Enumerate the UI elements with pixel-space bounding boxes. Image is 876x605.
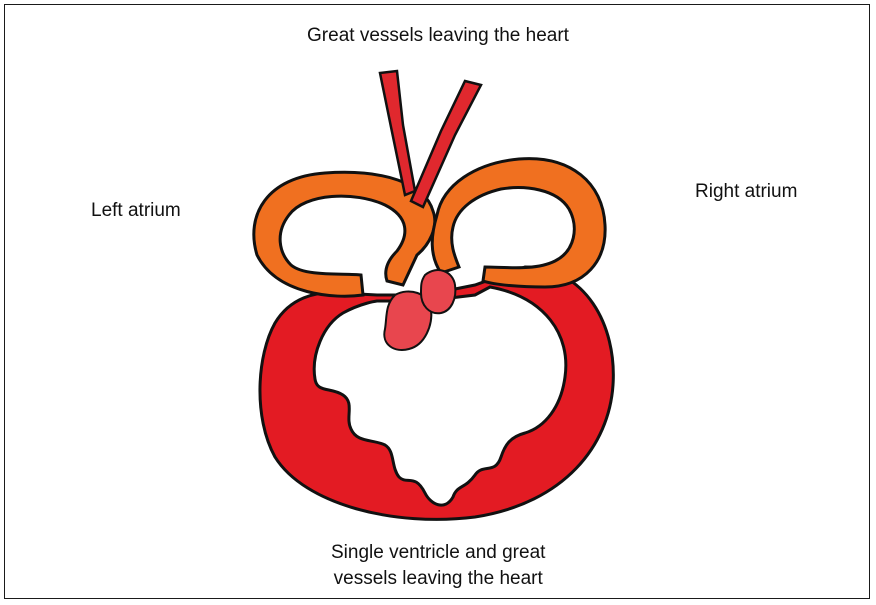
figure-frame: Great vessels leaving the heart Left atr… — [4, 4, 870, 599]
left-atrium-label: Left atrium — [91, 198, 181, 223]
valve-right — [421, 270, 455, 313]
single-ventricle-label-line2: vessels leaving the heart — [331, 566, 545, 592]
single-ventricle-label: Single ventricle and great vessels leavi… — [331, 540, 545, 592]
great-vessels-label: Great vessels leaving the heart — [5, 23, 871, 48]
heart-diagram — [5, 5, 871, 600]
single-ventricle-label-line1: Single ventricle and great — [331, 540, 545, 566]
right-atrium-label: Right atrium — [695, 179, 797, 204]
right-atrium — [432, 159, 605, 287]
